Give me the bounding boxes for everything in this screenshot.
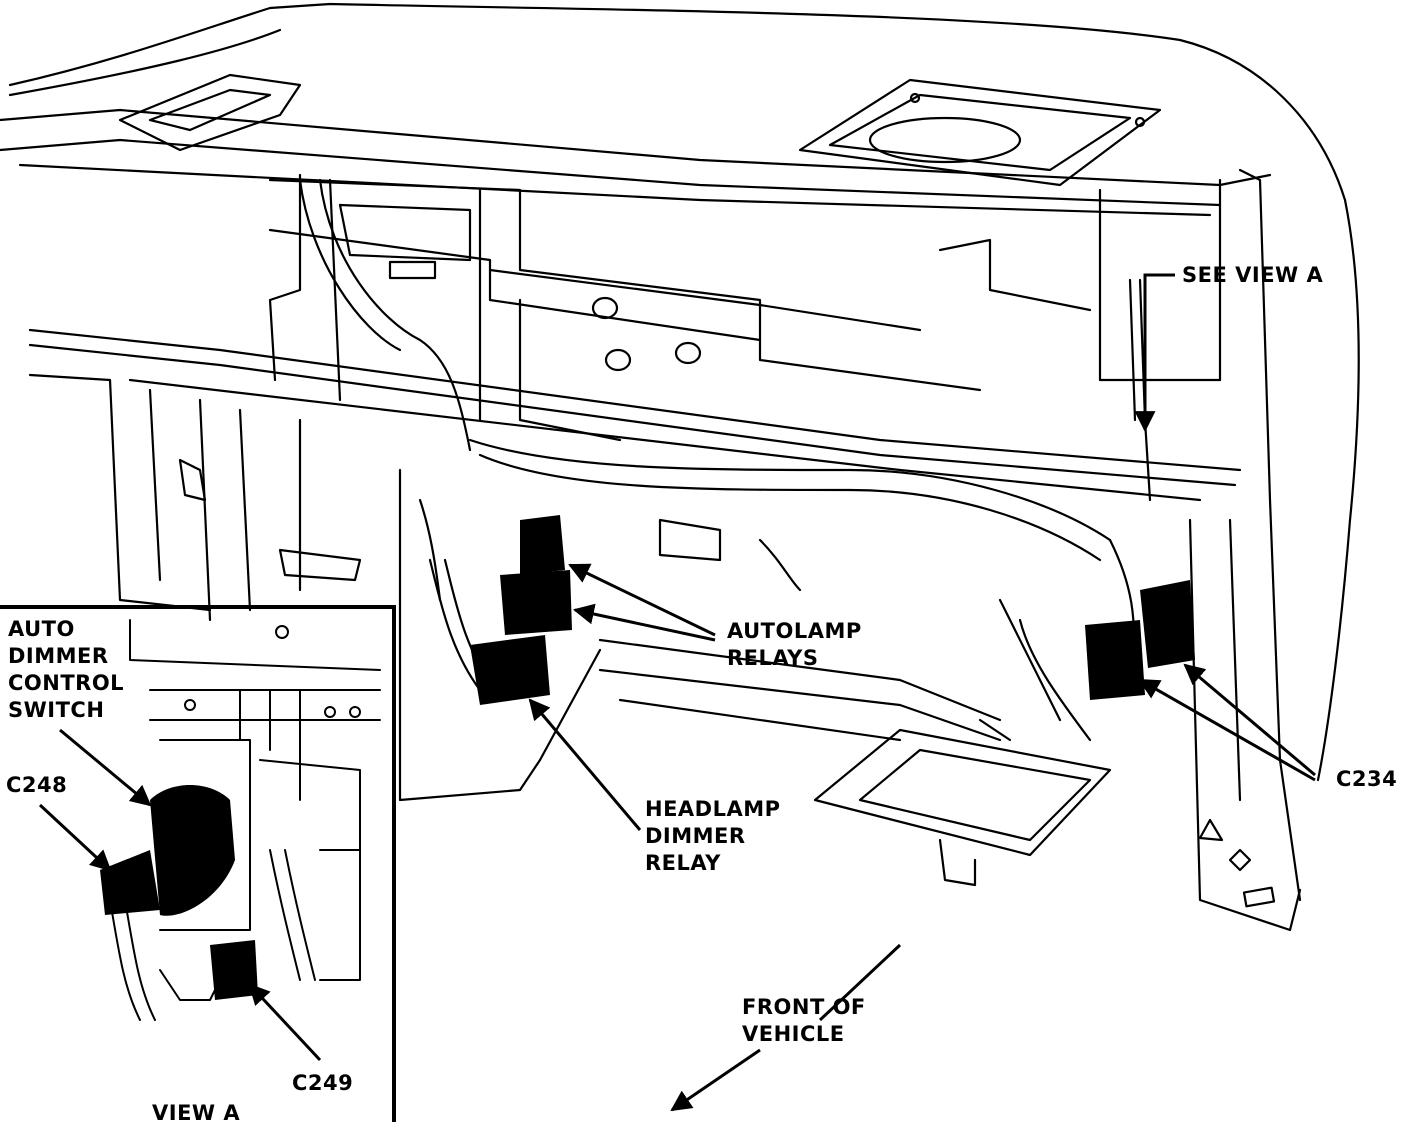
component-fills xyxy=(470,515,1195,705)
c234-leader-1 xyxy=(1183,663,1316,777)
see-view-a-label: SEE VIEW A xyxy=(1182,263,1324,287)
view-a-inset-frame xyxy=(0,605,396,1122)
headlamp-dimmer-relay-leader xyxy=(528,698,642,831)
view-a-drawing xyxy=(109,619,381,1021)
auto-dimmer-line-4: SWITCH xyxy=(8,698,105,722)
c248-label: C248 xyxy=(6,773,68,797)
auto-dimmer-line-1: AUTO xyxy=(8,617,75,641)
auto-dimmer-switch-leader xyxy=(59,728,152,807)
leader-arrows xyxy=(38,273,1316,1112)
c234-label: C234 xyxy=(1336,767,1398,791)
autolamp-relay-leader-1 xyxy=(568,563,716,637)
c234-leader-2 xyxy=(1138,678,1316,782)
auto-dimmer-line-3: CONTROL xyxy=(8,671,125,695)
front-of-vehicle-label: FRONT OF VEHICLE xyxy=(742,994,866,1048)
c249-leader xyxy=(248,983,322,1062)
autolamp-relays-label: AUTOLAMP RELAYS xyxy=(727,618,862,672)
headlamp-dimmer-relay-line-1: HEADLAMP xyxy=(645,797,781,821)
autolamp-relays-line-2: RELAYS xyxy=(727,646,819,670)
c248-leader xyxy=(38,803,112,872)
front-arrow-lower xyxy=(670,1048,761,1112)
auto-dimmer-line-2: DIMMER xyxy=(8,644,109,668)
front-arrow-upper xyxy=(818,943,902,1022)
headlamp-dimmer-relay-line-2: DIMMER xyxy=(645,824,746,848)
auto-dimmer-control-switch-label: AUTO DIMMER CONTROL SWITCH xyxy=(8,616,124,724)
headlamp-dimmer-relay-line-3: RELAY xyxy=(645,851,721,875)
front-of-vehicle-line-2: VEHICLE xyxy=(742,1022,845,1046)
autolamp-relay-leader-2 xyxy=(572,603,716,642)
autolamp-relays-line-1: AUTOLAMP xyxy=(727,619,862,643)
headlamp-dimmer-relay-label: HEADLAMP DIMMER RELAY xyxy=(645,796,781,877)
c249-label: C249 xyxy=(292,1071,354,1095)
front-of-vehicle-line-1: FRONT OF xyxy=(742,995,866,1019)
instrument-panel-outline xyxy=(0,2,1360,932)
view-a-component-fills xyxy=(100,785,258,1000)
see-view-a-leader xyxy=(1134,273,1175,433)
view-a-label: VIEW A xyxy=(152,1101,241,1125)
